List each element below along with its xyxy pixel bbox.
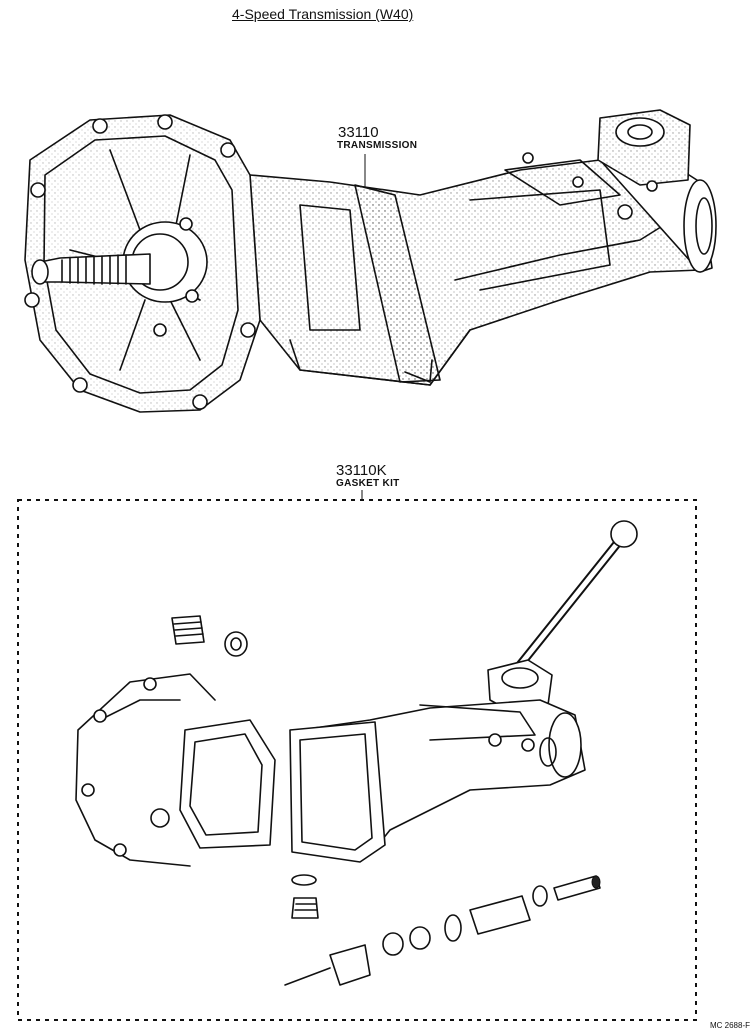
drawing-code: MC 2688-F — [709, 1021, 750, 1030]
shift-rod — [284, 967, 331, 986]
o-ring — [444, 914, 462, 942]
gasket-kit-part-name: GASKET KIT — [336, 478, 400, 489]
oil-seal-2 — [409, 926, 431, 950]
shift-knob — [610, 520, 638, 548]
snap-ring — [532, 885, 548, 907]
transmission-part-name: TRANSMISSION — [337, 140, 418, 151]
input-shaft — [39, 253, 151, 285]
shift-pin — [553, 875, 601, 901]
diagram-title: 4-Speed Transmission (W40) — [232, 6, 414, 22]
transmission-assembly — [24, 109, 717, 413]
gasket-kit-frame — [17, 499, 697, 1021]
drain-plug — [291, 897, 319, 919]
gasket-kit-assembly — [75, 520, 638, 986]
gasket-kit-part-number: 33110K — [336, 462, 387, 479]
drain-plug-washer — [291, 874, 317, 886]
shift-sleeve — [469, 895, 531, 935]
shift-yoke — [329, 944, 371, 986]
front-plate-gasket — [179, 719, 276, 849]
oil-seal-1 — [382, 932, 404, 956]
transmission-part-number: 33110 — [338, 124, 379, 141]
filler-plug-washer — [224, 631, 248, 657]
case-gasket — [289, 721, 386, 863]
